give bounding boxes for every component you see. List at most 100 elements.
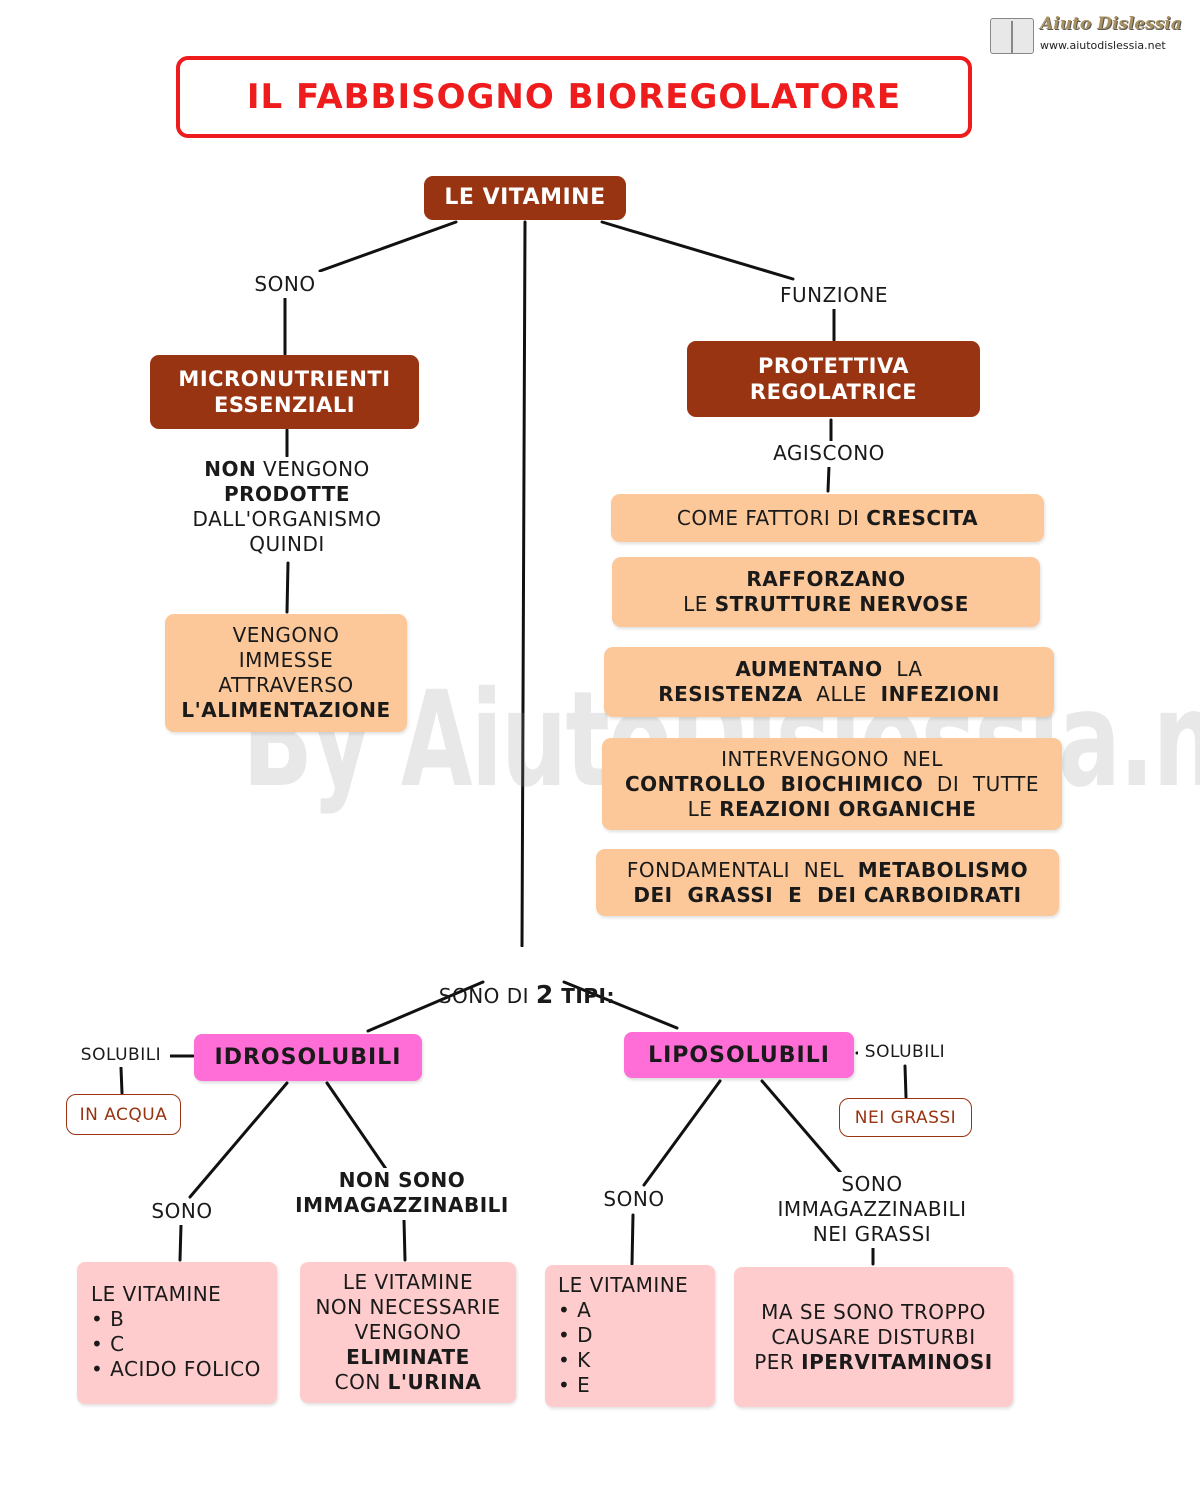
label-due-tipi-number: 2: [535, 980, 554, 1009]
node-micronutrienti-line: MICRONUTRIENTI: [178, 366, 391, 391]
label-due-tipi: SONO DI 2 TIPI:: [418, 947, 622, 1009]
node-aumentano-bold: RESISTENZA: [658, 682, 803, 706]
connector: [325, 1081, 388, 1171]
label-sono-immagazzinabili: SONO IMMAGAZZINABILI NEI GRASSI: [766, 1172, 978, 1248]
node-ipervitaminosi-line: MA SE SONO TROPPO: [761, 1299, 986, 1324]
label-sono-imm-line: NEI GRASSI: [812, 1222, 932, 1246]
node-idro-list-item: • ACIDO FOLICO: [91, 1357, 261, 1381]
label-sono-lipo: SONO: [594, 1187, 674, 1213]
node-crescita-bold: CRESCITA: [866, 505, 979, 530]
label-non-imm-line: NON SONO: [338, 1168, 466, 1192]
node-fondamentali: FONDAMENTALI NEL METABOLISMO DEI GRASSI …: [596, 849, 1059, 916]
node-lipo-list-item: • K: [558, 1348, 591, 1372]
node-rafforzano-bold: STRUTTURE NERVOSE: [714, 592, 969, 616]
node-alimentazione-line: ATTRAVERSO: [218, 673, 354, 697]
node-aumentano-text: ALLE: [802, 682, 881, 706]
connector: [630, 1213, 635, 1266]
connector: [562, 980, 679, 1030]
node-ipervitaminosi-bold: IPERVITAMINOSI: [801, 1349, 993, 1374]
label-sono: SONO: [245, 272, 325, 298]
connector: [318, 220, 458, 273]
node-protettiva-line: PROTETTIVA: [757, 353, 910, 378]
node-eliminate-bold: L'URINA: [387, 1370, 482, 1394]
node-idrosolubili: IDROSOLUBILI: [194, 1034, 422, 1081]
node-crescita: COME FATTORI DI CRESCITA: [611, 494, 1044, 542]
node-fondamentali-bold: METABOLISMO: [857, 857, 1029, 882]
connector: [188, 1081, 289, 1199]
node-idro-list-head: LE VITAMINE: [91, 1282, 222, 1306]
connector: [760, 1079, 843, 1175]
node-aumentano-text: LA: [882, 657, 923, 681]
page-title: IL FABBISOGNO BIOREGOLATORE: [176, 56, 972, 138]
node-lipo-list-item: • A: [558, 1298, 592, 1322]
node-aumentano-bold: AUMENTANO: [735, 657, 883, 681]
node-in-acqua: IN ACQUA: [66, 1094, 181, 1135]
node-ipervitaminosi-line: CAUSARE DISTURBI: [771, 1324, 976, 1349]
label-agiscono: AGISCONO: [764, 441, 894, 467]
label-prodotte: PRODOTTE: [223, 482, 351, 506]
connector: [402, 1218, 407, 1262]
node-aumentano: AUMENTANO LA RESISTENZA ALLE INFEZIONI: [604, 647, 1054, 717]
label-sono-imm-line: SONO: [841, 1172, 903, 1196]
node-intervengono-text: DI TUTTE: [923, 771, 1040, 796]
node-alimentazione-line: L'ALIMENTAZIONE: [181, 698, 391, 722]
node-lipo-list-item: • E: [558, 1373, 591, 1397]
connector: [178, 1223, 183, 1262]
node-rafforzano-title: RAFFORZANO: [746, 567, 906, 591]
label-non-imm-line: IMMAGAZZINABILI: [295, 1193, 509, 1217]
connector: [600, 220, 795, 281]
node-nei-grassi: NEI GRASSI: [839, 1098, 972, 1137]
connector: [826, 464, 831, 493]
label-quindi: QUINDI: [249, 532, 325, 556]
node-lipo-list: LE VITAMINE • A • D • K • E: [545, 1265, 715, 1407]
node-rafforzano: RAFFORZANO LE STRUTTURE NERVOSE: [612, 557, 1040, 627]
node-micronutrienti-line: ESSENZIALI: [213, 393, 356, 417]
label-due-tipi-bold: TIPI:: [553, 984, 615, 1008]
node-protettiva-line: REGOLATRICE: [749, 380, 918, 404]
label-organismo: DALL'ORGANISMO: [192, 507, 382, 531]
label-sono-imm-line: IMMAGAZZINABILI: [777, 1197, 967, 1221]
node-vitamine: LE VITAMINE: [424, 176, 626, 220]
label-solubili-right: SOLUBILI: [858, 1040, 952, 1064]
node-ipervitaminosi-text: PER: [754, 1349, 802, 1374]
node-alimentazione-line: VENGONO: [232, 623, 340, 647]
node-crescita-text: COME FATTORI DI: [676, 505, 867, 530]
connector: [366, 980, 485, 1033]
node-idro-list-item: • B: [91, 1307, 125, 1331]
connector: [642, 1079, 722, 1187]
node-idro-list-item: • C: [91, 1332, 125, 1356]
node-intervengono: INTERVENGONO NEL CONTROLLO BIOCHIMICO DI…: [602, 738, 1062, 830]
label-due-tipi-text: SONO DI: [438, 984, 536, 1008]
node-eliminate-line: LE VITAMINE: [342, 1270, 474, 1294]
node-micronutrienti: MICRONUTRIENTI ESSENZIALI: [150, 355, 419, 429]
node-liposolubili: LIPOSOLUBILI: [624, 1032, 854, 1078]
connector: [903, 1064, 908, 1099]
node-rafforzano-text: LE: [683, 592, 715, 616]
logo[interactable]: Aiuto Dislessia www.aiutodislessia.net: [990, 14, 1182, 58]
node-eliminate: LE VITAMINE NON NECESSARIE VENGONO ELIMI…: [300, 1262, 516, 1403]
label-sono-idro: SONO: [142, 1199, 222, 1225]
node-eliminate-line: VENGONO: [354, 1320, 462, 1344]
node-eliminate-line: NON NECESSARIE: [315, 1295, 501, 1319]
logo-name: Aiuto Dislessia: [1040, 14, 1182, 34]
node-intervengono-bold: REAZIONI ORGANICHE: [719, 796, 977, 821]
node-lipo-list-head: LE VITAMINE: [558, 1273, 689, 1297]
node-alimentazione-line: IMMESSE: [238, 648, 334, 672]
node-lipo-list-item: • D: [558, 1323, 594, 1347]
connector: [119, 1066, 124, 1095]
label-vengono: VENGONO: [256, 457, 370, 481]
node-eliminate-bold: ELIMINATE: [346, 1345, 470, 1369]
book-icon: [990, 18, 1034, 54]
node-idro-list: LE VITAMINE • B • C • ACIDO FOLICO: [77, 1262, 277, 1404]
node-ipervitaminosi: MA SE SONO TROPPO CAUSARE DISTURBI PER I…: [734, 1267, 1013, 1407]
node-intervengono-text: INTERVENGONO NEL: [721, 746, 943, 771]
node-protettiva: PROTETTIVA REGOLATRICE: [687, 341, 980, 417]
node-fondamentali-text: FONDAMENTALI NEL: [626, 857, 858, 882]
label-non-immagazzinabili: NON SONO IMMAGAZZINABILI: [284, 1168, 520, 1220]
node-alimentazione: VENGONO IMMESSE ATTRAVERSO L'ALIMENTAZIO…: [165, 614, 407, 732]
node-aumentano-bold: INFEZIONI: [880, 682, 1000, 706]
label-funzione: FUNZIONE: [770, 283, 898, 309]
logo-url: www.aiutodislessia.net: [1040, 39, 1166, 52]
node-intervengono-text: LE: [687, 796, 720, 821]
